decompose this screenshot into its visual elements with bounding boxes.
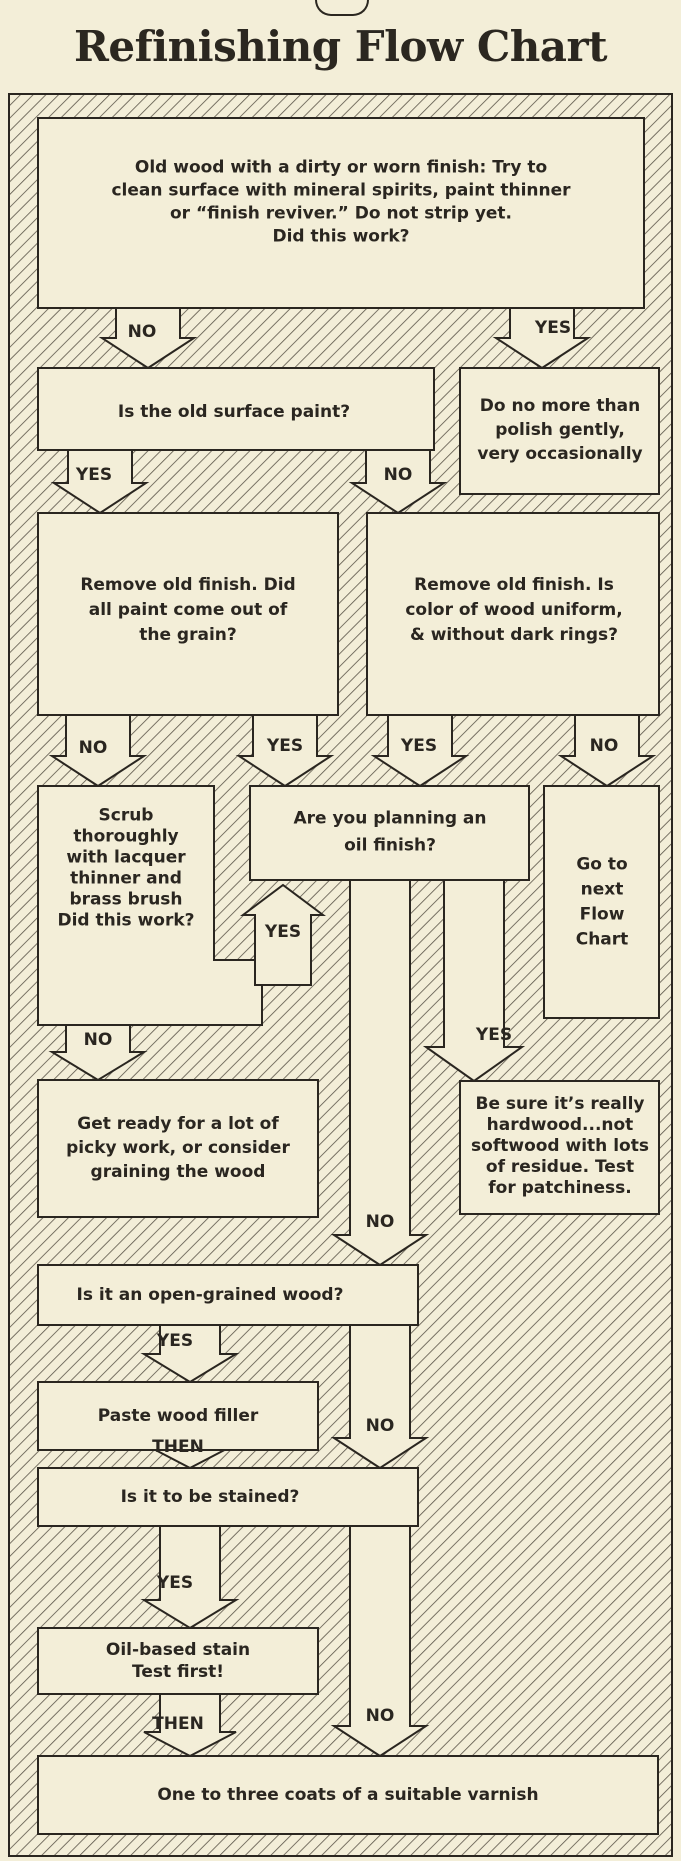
- remove-paint-no-label: NO: [79, 738, 108, 758]
- start-text: clean surface with mineral spirits, pain…: [111, 181, 571, 201]
- remove-paint-text: all paint come out of: [89, 600, 288, 620]
- scrub-text: thoroughly: [73, 827, 178, 847]
- stain-box: [38, 1628, 318, 1694]
- scrub-yes-label: YES: [264, 922, 301, 942]
- start-text: Did this work?: [272, 227, 409, 247]
- filler-text: Paste wood filler: [98, 1406, 259, 1426]
- remove-color-yes-label: YES: [400, 736, 437, 756]
- open-yes-label: YES: [156, 1331, 193, 1351]
- stain-then-label: THEN: [152, 1714, 204, 1734]
- filler-then-label: THEN: [152, 1437, 204, 1457]
- next-chart-box: [544, 786, 659, 1018]
- next-chart-text: next: [581, 880, 624, 900]
- scrub-text: brass brush: [69, 890, 182, 910]
- oil-q-box: [250, 786, 529, 880]
- stain-yes-label: YES: [156, 1573, 193, 1593]
- remove-paint-text: Remove old finish. Did: [80, 575, 295, 595]
- oil-q-text: oil finish?: [344, 836, 436, 856]
- stain-text: Test first!: [132, 1662, 224, 1682]
- paint-no-label: NO: [384, 465, 413, 485]
- scrub-text: thinner and: [70, 869, 182, 889]
- open-no-label: NO: [366, 1416, 395, 1436]
- remove-color-no-label: NO: [590, 736, 619, 756]
- paint-yes-label: YES: [75, 465, 112, 485]
- scrub-text: Did this work?: [57, 911, 194, 931]
- polish-text: Do no more than: [480, 396, 640, 416]
- hardwood-text: hardwood...not: [487, 1115, 634, 1135]
- hardwood-text: for patchiness.: [488, 1178, 631, 1198]
- hardwood-text: Be sure it’s really: [475, 1094, 644, 1114]
- remove-color-text: & without dark rings?: [410, 625, 618, 645]
- oil-yes-label: YES: [475, 1025, 512, 1045]
- varnish-text: One to three coats of a suitable varnish: [157, 1785, 538, 1805]
- next-chart-text: Chart: [576, 930, 629, 950]
- oil-q-text: Are you planning an: [293, 809, 486, 829]
- hardwood-text: softwood with lots: [471, 1136, 649, 1156]
- open-grain-q-text: Is it an open-grained wood?: [77, 1285, 344, 1305]
- remove-paint-text: the grain?: [139, 625, 237, 645]
- scrub-text: with lacquer: [66, 848, 186, 868]
- next-chart-text: Go to: [576, 855, 627, 875]
- scrub-text: Scrub: [99, 806, 154, 826]
- stain-text: Oil-based stain: [106, 1640, 250, 1660]
- remove-color-text: color of wood uniform,: [405, 600, 622, 620]
- picky-text: picky work, or consider: [66, 1138, 290, 1158]
- polish-text: polish gently,: [495, 420, 625, 440]
- start-text: Old wood with a dirty or worn finish: Tr…: [135, 158, 547, 178]
- next-chart-text: Flow: [580, 905, 625, 925]
- picky-text: graining the wood: [91, 1162, 266, 1182]
- paint-q-text: Is the old surface paint?: [118, 402, 350, 422]
- hardwood-text: of residue. Test: [486, 1157, 634, 1177]
- start-text: or “finish reviver.” Do not strip yet.: [170, 204, 512, 224]
- start-no-label: NO: [128, 322, 157, 342]
- remove-color-text: Remove old finish. Is: [414, 575, 614, 595]
- start-yes-label: YES: [534, 318, 571, 338]
- stain-q-text: Is it to be stained?: [121, 1487, 300, 1507]
- polish-text: very occasionally: [477, 444, 642, 464]
- stain-no-label: NO: [366, 1706, 395, 1726]
- remove-paint-yes-label: YES: [266, 736, 303, 756]
- picky-text: Get ready for a lot of: [77, 1114, 279, 1134]
- scrub-no-label: NO: [84, 1030, 113, 1050]
- oil-no-label: NO: [366, 1212, 395, 1232]
